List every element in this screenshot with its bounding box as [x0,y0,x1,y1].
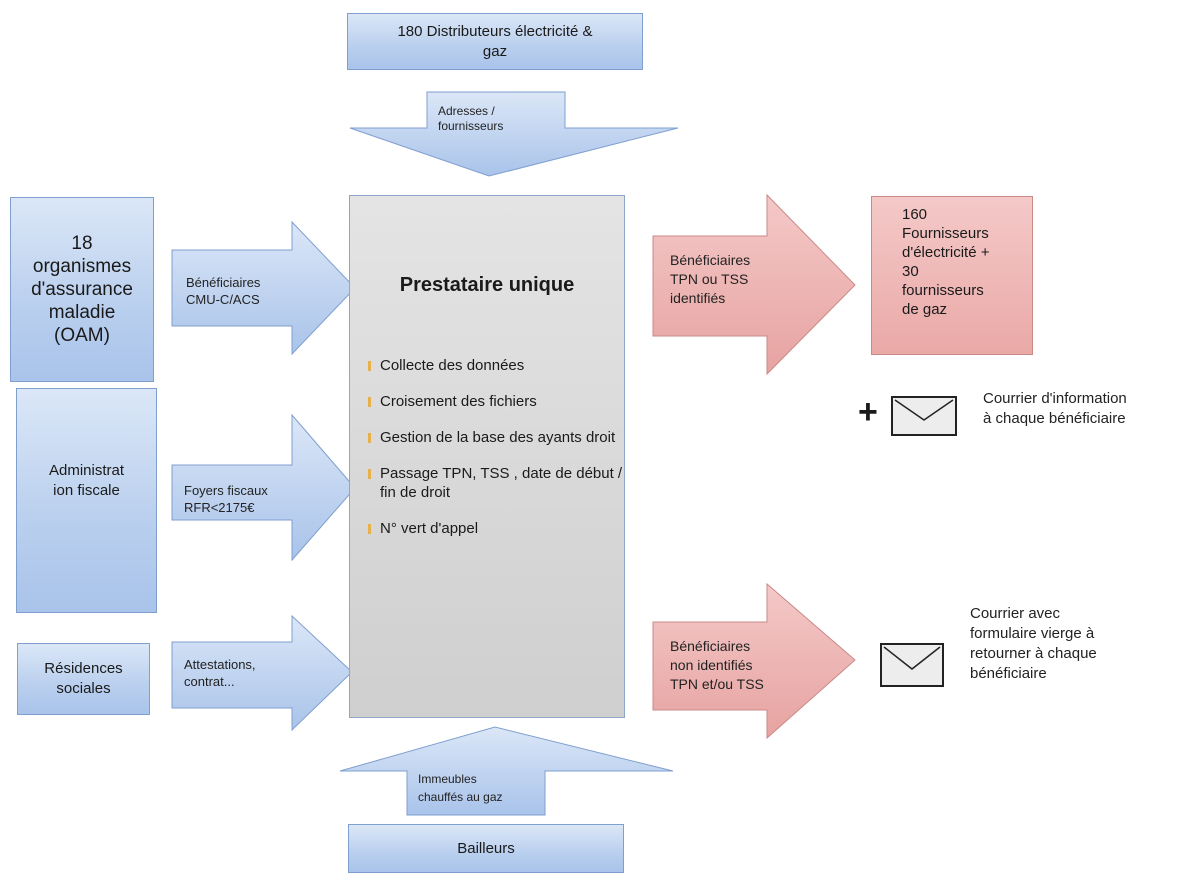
oam-line4: maladie [48,302,116,323]
top-arrow-label-line1: Adresses / [438,104,495,118]
task-item: Collecte des données [368,356,630,375]
top-arrow-label-line2: fournisseurs [438,119,504,133]
fournisseurs-line2: Fournisseurs [902,225,989,242]
oam-box: 18 organismes d'assurance maladie (OAM) [10,197,154,382]
oam-arrow [171,220,356,356]
fiscal-arrow [171,413,356,562]
task-item: N° vert d'appel [368,519,630,538]
residences-line2: sociales [56,680,111,697]
residences-arrow-label-line2: contrat... [184,674,235,689]
oam-line2: organismes [32,256,132,277]
residences-box: Résidences sociales [17,643,150,715]
prestataire-box [349,195,625,718]
residences-line1: Résidences [44,660,123,677]
non-identified-arrow-label-line3: TPN et/ou TSS [670,676,764,692]
distributeurs-line1: 180 Distributeurs électricité & [397,22,593,40]
identified-arrow-label: Bénéficiaires TPN ou TSS identifiés [670,251,750,308]
fournisseurs-line4: 30 [902,263,919,280]
envelope-icon [880,643,944,687]
top-down-arrow [349,91,679,177]
residences-arrow-label: Attestations, contrat... [184,656,256,690]
oam-arrow-label: Bénéficiaires CMU-C/ACS [186,274,260,308]
identified-arrow [652,193,856,376]
fournisseurs-line5: fournisseurs [902,282,984,299]
envelope-flap [894,399,954,421]
plus-sign: + [858,393,878,431]
identified-arrow-label-line2: TPN ou TSS [670,271,749,287]
courrier-info-line1: Courrier d'information [983,390,1127,407]
oam-line1: 18 [71,233,93,254]
bottom-arrow-label: Immeubles chauffés au gaz [418,770,503,806]
courrier-form-line3: retourner à chaque [970,645,1097,662]
distributeurs-box: 180 Distributeurs électricité & gaz [347,13,643,70]
fournisseurs-line3: d'électricité + [902,244,990,261]
fiscal-box: Administrat ion fiscale [16,388,157,613]
fournisseurs-line1: 160 [902,206,928,223]
courrier-form-line1: Courrier avec [970,605,1061,622]
prestataire-title: Prestataire unique [399,274,575,296]
non-identified-arrow [652,582,856,740]
oam-arrow-label-line2: CMU-C/ACS [186,292,260,307]
bottom-up-arrow [339,726,674,816]
fiscal-arrow-label-line2: RFR<2175€ [184,500,255,515]
bottom-arrow-label-line1: Immeubles [418,772,477,786]
bottom-arrow-label-line2: chauffés au gaz [418,790,503,804]
courrier-form-line2: formulaire vierge à [970,625,1095,642]
bailleurs-box: Bailleurs [348,824,624,873]
task-item: Gestion de la base des ayants droit [368,428,630,447]
fiscal-line1: Administrat [48,461,125,479]
oam-line3: d'assurance [31,279,133,300]
fournisseurs-box: 160 Fournisseurs d'électricité + 30 four… [871,196,1033,355]
prestataire-task-list: Collecte des données Croisement des fich… [368,356,630,555]
non-identified-arrow-label: Bénéficiaires non identifiés TPN et/ou T… [670,637,764,694]
fournisseurs-line6: de gaz [902,301,948,318]
task-item: Passage TPN, TSS , date de début / fin d… [368,464,630,502]
courrier-form-line4: bénéficiaire [970,665,1047,682]
top-arrow-label: Adresses / fournisseurs [438,104,503,134]
courrier-form-text: Courrier avec formulaire vierge à retour… [970,604,1097,684]
residences-arrow [171,614,353,732]
distributeurs-line2: gaz [482,42,508,60]
residences-arrow-label-line1: Attestations, [184,657,256,672]
identified-arrow-label-line1: Bénéficiaires [670,252,751,268]
envelope-flap [883,646,941,670]
courrier-info-line2: à chaque bénéficiaire [983,410,1126,427]
task-item: Croisement des fichiers [368,392,630,411]
identified-arrow-label-line3: identifiés [670,290,726,306]
non-identified-arrow-label-line1: Bénéficiaires [670,638,751,654]
non-identified-arrow-label-line2: non identifiés [670,657,753,673]
oam-arrow-label-line1: Bénéficiaires [186,275,261,290]
bailleurs-label: Bailleurs [457,840,515,857]
envelope-icon [891,396,957,436]
fiscal-arrow-label: Foyers fiscaux RFR<2175€ [184,482,268,516]
fiscal-arrow-label-line1: Foyers fiscaux [184,483,268,498]
fiscal-line2: ion fiscale [53,481,120,499]
courrier-info-text: Courrier d'information à chaque bénéfici… [983,389,1127,429]
oam-line5: (OAM) [54,325,110,346]
